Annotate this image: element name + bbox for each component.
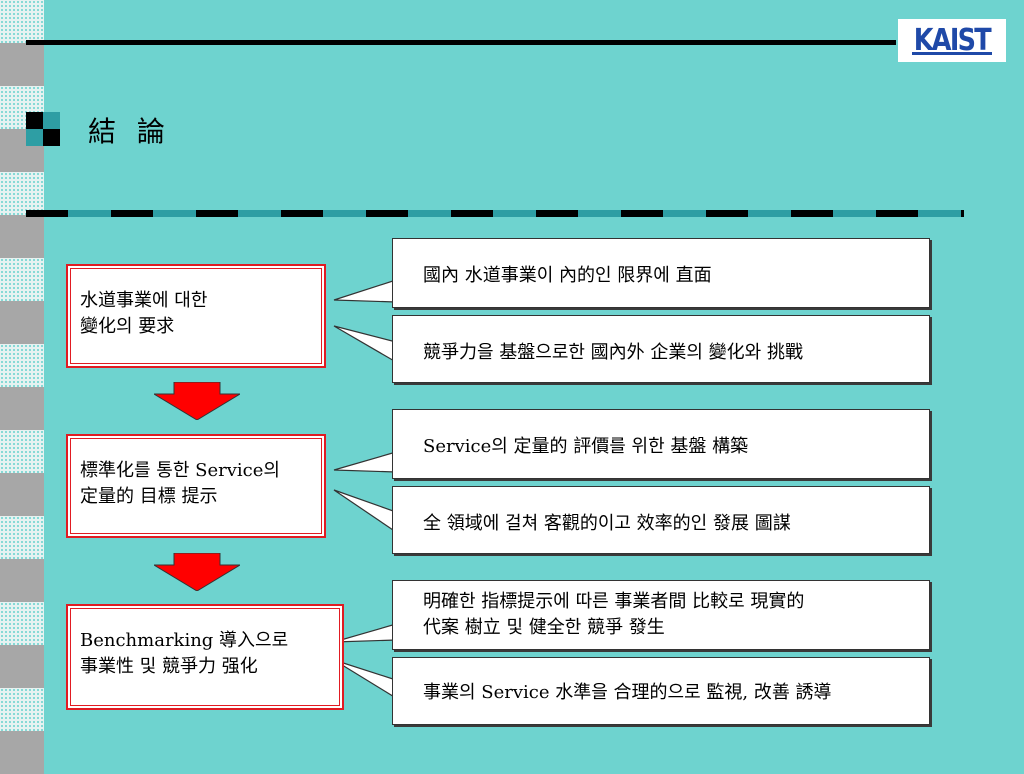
strip-dotted-segment	[0, 516, 44, 559]
top-rule	[26, 40, 896, 45]
strip-dotted-segment	[0, 258, 44, 301]
right-box-2a-text: Service의 定量的 評價를 위한 基盤 構築	[423, 436, 749, 457]
right-box-2b-text: 全 領域에 걸쳐 客觀的이고 效率的인 發展 圖謀	[423, 513, 791, 534]
callout-pointer	[333, 451, 397, 473]
callout-pointer	[333, 325, 397, 364]
left-box-2: 標準化를 통한 Service의 定量的 目標 提示	[66, 434, 326, 538]
left-box-1-line1: 水道事業에 대한	[80, 290, 208, 311]
right-box-2a: Service의 定量的 評價를 위한 基盤 構築	[392, 409, 930, 479]
strip-gray-segment	[0, 473, 44, 516]
callout-pointer	[333, 489, 397, 534]
right-box-3a-line1: 明確한 指標提示에 따른 事業者間 比較로 現實的	[423, 591, 805, 612]
left-box-1: 水道事業에 대한 變化의 要求	[66, 264, 326, 368]
strip-gray-segment	[0, 387, 44, 430]
title-bullet-icon	[26, 112, 60, 146]
strip-dotted-segment	[0, 344, 44, 387]
strip-dotted-segment	[0, 430, 44, 473]
left-decorative-strip	[0, 0, 44, 774]
strip-dotted-segment	[0, 602, 44, 645]
left-box-1-line2: 變化의 要求	[80, 316, 175, 337]
right-box-2b: 全 領域에 걸쳐 客觀的이고 效率的인 發展 圖謀	[392, 486, 930, 554]
down-arrow-icon	[154, 553, 240, 591]
right-box-3b: 事業의 Service 水準을 合理的으로 監視, 改善 誘導	[392, 657, 930, 725]
callout-pointer	[333, 279, 397, 303]
strip-dotted-segment	[0, 688, 44, 731]
right-box-1b-text: 競爭力을 基盤으로한 國內外 企業의 變化와 挑戰	[423, 342, 803, 363]
strip-gray-segment	[0, 301, 44, 344]
right-box-1a: 國內 水道事業이 內的인 限界에 直面	[392, 238, 930, 308]
left-box-2-line1: 標準化를 통한 Service의	[80, 460, 280, 481]
strip-gray-segment	[0, 215, 44, 258]
strip-dotted-segment	[0, 172, 44, 215]
strip-gray-segment	[0, 43, 44, 86]
strip-gray-segment	[0, 645, 44, 688]
strip-gray-segment	[0, 559, 44, 602]
strip-gray-segment	[0, 731, 44, 774]
right-box-1a-text: 國內 水道事業이 內的인 限界에 直面	[423, 265, 712, 286]
dashed-divider	[26, 210, 964, 217]
right-box-1b: 競爭力을 基盤으로한 國內外 企業의 變化와 挑戰	[392, 315, 930, 383]
logo-underline	[912, 52, 992, 55]
right-box-3b-text: 事業의 Service 水準을 合理的으로 監視, 改善 誘導	[423, 682, 832, 703]
left-box-3: Benchmarking 導入으로 事業性 및 競爭力 强化	[66, 604, 344, 710]
left-box-3-line2: 事業性 및 競爭力 强化	[80, 656, 258, 677]
right-box-3a: 明確한 指標提示에 따른 事業者間 比較로 現實的 代案 樹立 및 健全한 競爭…	[392, 580, 930, 650]
left-box-2-line2: 定量的 目標 提示	[80, 486, 218, 507]
strip-dotted-segment	[0, 0, 44, 43]
right-box-3a-line2: 代案 樹立 및 健全한 競爭 發生	[423, 617, 665, 638]
page-title: 結 論	[88, 115, 171, 148]
left-box-3-line1: Benchmarking 導入으로	[80, 630, 289, 651]
down-arrow-icon	[154, 382, 240, 420]
